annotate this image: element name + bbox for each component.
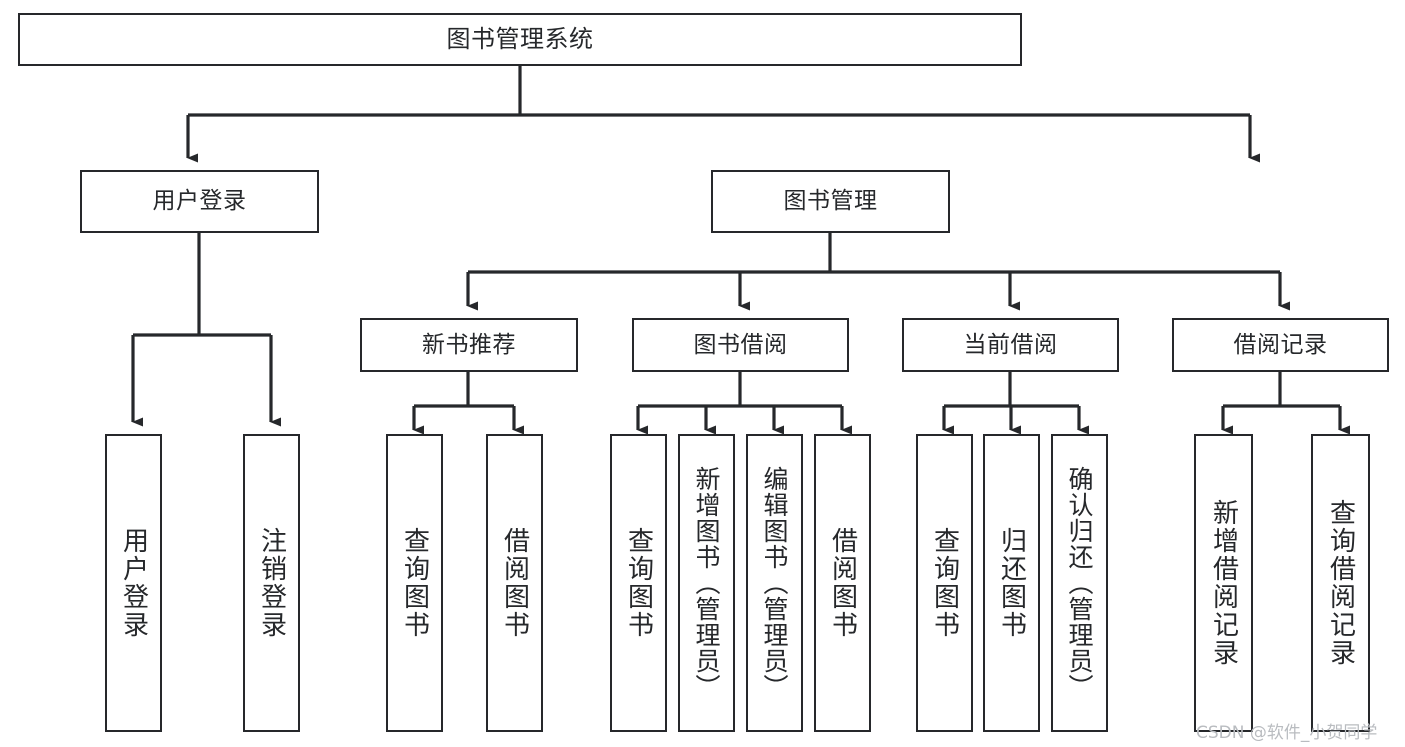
leaf-add-borrow-record[interactable]: 新增借阅记录 xyxy=(1194,434,1253,732)
node-book-management[interactable]: 图书管理 xyxy=(711,170,950,233)
node-label: 新增借阅记录 xyxy=(1208,499,1239,667)
node-label: 借阅图书 xyxy=(499,527,530,639)
leaf-confirm-return-admin[interactable]: 确认归还（管理员） xyxy=(1051,434,1108,732)
leaf-logout[interactable]: 注销登录 xyxy=(243,434,300,732)
leaf-query-borrow-record[interactable]: 查询借阅记录 xyxy=(1311,434,1370,732)
node-label: 确认归还（管理员） xyxy=(1065,466,1094,700)
node-label: 图书借阅 xyxy=(693,331,788,358)
node-label: 归还图书 xyxy=(996,527,1027,639)
node-label: 用户登录 xyxy=(152,188,247,215)
node-label: 查询图书 xyxy=(929,527,960,639)
leaf-add-book-admin[interactable]: 新增图书（管理员） xyxy=(678,434,735,732)
node-label: 编辑图书（管理员） xyxy=(760,466,789,700)
leaf-borrow-book[interactable]: 借阅图书 xyxy=(814,434,871,732)
node-label: 当前借阅 xyxy=(963,331,1058,358)
node-label: 注销登录 xyxy=(256,527,287,639)
node-root-system[interactable]: 图书管理系统 xyxy=(18,13,1022,66)
node-label: 用户登录 xyxy=(118,527,149,639)
leaf-user-login[interactable]: 用户登录 xyxy=(105,434,162,732)
node-label: 借阅记录 xyxy=(1233,331,1328,358)
node-label: 新增图书（管理员） xyxy=(692,466,721,700)
node-label: 新书推荐 xyxy=(422,331,516,358)
csdn-watermark: CSDN @软件_小贺同学 xyxy=(1196,723,1378,743)
leaf-query-book-current[interactable]: 查询图书 xyxy=(916,434,973,732)
leaf-query-book-borrow[interactable]: 查询图书 xyxy=(610,434,667,732)
leaf-return-book[interactable]: 归还图书 xyxy=(983,434,1040,732)
node-book-borrow[interactable]: 图书借阅 xyxy=(632,318,849,372)
node-current-borrow[interactable]: 当前借阅 xyxy=(902,318,1119,372)
node-user-login[interactable]: 用户登录 xyxy=(80,170,319,233)
node-label: 查询借阅记录 xyxy=(1325,499,1356,667)
leaf-edit-book-admin[interactable]: 编辑图书（管理员） xyxy=(746,434,803,732)
leaf-query-book-new[interactable]: 查询图书 xyxy=(386,434,443,732)
node-label: 查询图书 xyxy=(399,527,430,639)
node-new-book-recommend[interactable]: 新书推荐 xyxy=(360,318,578,372)
node-label: 图书管理 xyxy=(783,188,878,215)
node-label: 查询图书 xyxy=(623,527,654,639)
node-label: 借阅图书 xyxy=(827,527,858,639)
leaf-borrow-book-new[interactable]: 借阅图书 xyxy=(486,434,543,732)
node-borrow-record[interactable]: 借阅记录 xyxy=(1172,318,1389,372)
node-label: 图书管理系统 xyxy=(446,24,594,53)
